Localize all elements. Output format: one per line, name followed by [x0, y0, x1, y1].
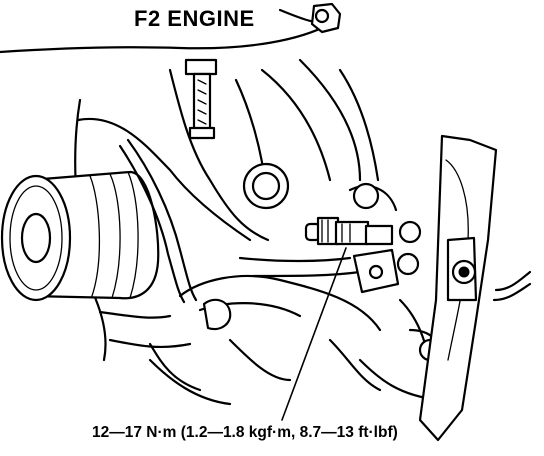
top-connector [310, 2, 342, 34]
figure-title: F2 ENGINE [134, 6, 255, 31]
oil-filter [0, 170, 160, 302]
top-stud [184, 58, 218, 140]
engine-top-contour [0, 22, 332, 54]
callout-leader [281, 247, 347, 421]
torque-spec: 12—17 N·m (1.2—1.8 kgf·m, 8.7—13 ft·lbf) [92, 424, 398, 441]
block-plug [242, 162, 290, 210]
right-flange [418, 134, 498, 442]
oil-pressure-switch [304, 216, 394, 246]
